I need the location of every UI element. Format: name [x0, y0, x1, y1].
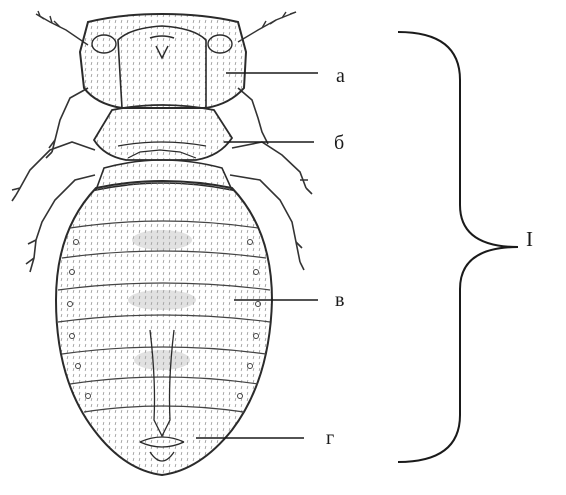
head: [80, 14, 246, 108]
prothorax: [94, 105, 232, 160]
label-a: а: [336, 66, 345, 86]
label-g: г: [326, 428, 334, 448]
label-b: б: [334, 133, 344, 153]
abdomen: [56, 181, 272, 475]
left-antenna: [36, 11, 88, 45]
brace-label: I: [526, 229, 533, 250]
label-v: в: [335, 290, 344, 310]
right-antenna: [238, 12, 296, 42]
curly-brace: [398, 32, 518, 462]
